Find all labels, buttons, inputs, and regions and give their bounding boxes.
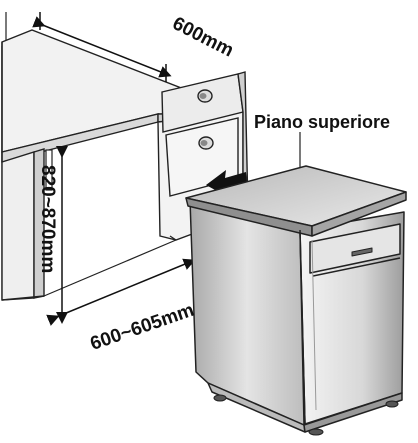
dishwasher [185, 165, 407, 433]
left-cabinet [1, 148, 45, 301]
top-panel-label: Piano superiore [254, 112, 391, 132]
height-range-label: 820~870mm [37, 165, 58, 274]
recess-floor [43, 235, 177, 297]
height-guide [45, 149, 53, 191]
dishwasher-feet [213, 394, 399, 436]
drawer-knob-top [197, 89, 213, 103]
dimension-lines [32, 12, 196, 326]
drawer-knob-bottom [198, 136, 214, 150]
